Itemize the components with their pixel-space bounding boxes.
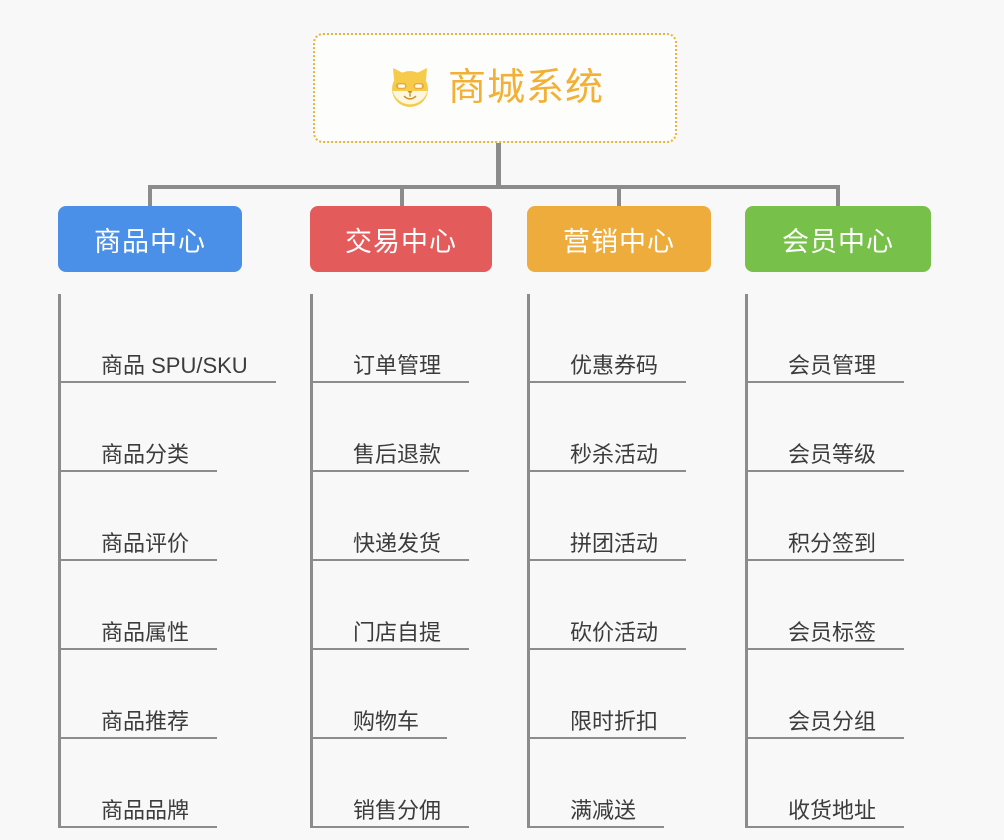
list-item-underline	[313, 737, 447, 739]
list-item-label: 砍价活动	[570, 620, 659, 645]
category-header-product[interactable]: 商品中心	[58, 206, 242, 272]
list-item[interactable]: 门店自提	[313, 561, 492, 650]
list-item-underline	[748, 381, 904, 383]
list-item-label: 会员等级	[788, 442, 877, 467]
list-item-underline	[530, 470, 686, 472]
list-item-label: 收货地址	[788, 798, 877, 823]
list-item-label: 积分签到	[788, 531, 877, 556]
list-item[interactable]: 商品属性	[61, 561, 276, 650]
list-item-underline	[748, 559, 904, 561]
list-item[interactable]: 会员等级	[748, 383, 931, 472]
category-column-member: 会员中心 会员管理 会员等级 积分签到 会员标签 会员分组	[745, 206, 931, 828]
list-item-label: 会员标签	[788, 620, 877, 645]
list-item-label: 会员分组	[788, 709, 877, 734]
category-header-label: 商品中心	[94, 226, 206, 257]
list-item-underline	[530, 648, 686, 650]
root-title: 商城系统	[447, 67, 604, 109]
list-item[interactable]: 优惠券码	[530, 294, 711, 383]
list-item-label: 满减送	[570, 798, 637, 823]
list-item-underline	[313, 381, 469, 383]
list-item-underline	[313, 648, 469, 650]
list-item-underline	[61, 826, 217, 828]
list-item[interactable]: 订单管理	[313, 294, 492, 383]
list-item-label: 购物车	[353, 709, 420, 734]
list-item-underline	[530, 737, 686, 739]
list-item-label: 售后退款	[353, 442, 442, 467]
list-item[interactable]: 商品分类	[61, 383, 276, 472]
list-item[interactable]: 销售分佣	[313, 739, 492, 828]
list-item-label: 商品评价	[101, 531, 190, 556]
list-item[interactable]: 会员分组	[748, 650, 931, 739]
list-item[interactable]: 商品评价	[61, 472, 276, 561]
list-item-underline	[61, 470, 217, 472]
category-item-list: 优惠券码 秒杀活动 拼团活动 砍价活动 限时折扣 满减送	[527, 294, 711, 828]
list-item[interactable]: 售后退款	[313, 383, 492, 472]
list-item-label: 商品推荐	[101, 709, 190, 734]
list-item-label: 商品品牌	[101, 798, 190, 823]
connector-horizontal-bus	[150, 185, 840, 189]
list-item-underline	[61, 737, 217, 739]
list-item-underline	[313, 826, 469, 828]
list-item-underline	[530, 559, 686, 561]
list-item-label: 会员管理	[788, 353, 877, 378]
list-item-label: 拼团活动	[570, 531, 659, 556]
category-column-product: 商品中心 商品 SPU/SKU 商品分类 商品评价 商品属性 商品推荐	[58, 206, 276, 828]
list-item[interactable]: 商品推荐	[61, 650, 276, 739]
list-item-label: 门店自提	[353, 620, 442, 645]
list-item-underline	[748, 826, 904, 828]
category-column-marketing: 营销中心 优惠券码 秒杀活动 拼团活动 砍价活动 限时折扣	[527, 206, 711, 828]
list-item[interactable]: 积分签到	[748, 472, 931, 561]
shiba-dog-icon	[386, 64, 434, 112]
connector-root-stem	[496, 143, 501, 189]
root-node[interactable]: 商城系统	[313, 33, 677, 143]
list-item-label: 商品 SPU/SKU	[101, 353, 248, 378]
list-item[interactable]: 秒杀活动	[530, 383, 711, 472]
list-item-underline	[313, 470, 469, 472]
list-item[interactable]: 快递发货	[313, 472, 492, 561]
list-item-underline	[61, 381, 276, 383]
category-header-label: 会员中心	[782, 226, 894, 257]
category-header-marketing[interactable]: 营销中心	[527, 206, 711, 272]
list-item-label: 订单管理	[353, 353, 442, 378]
list-item-label: 快递发货	[353, 531, 442, 556]
list-item[interactable]: 会员管理	[748, 294, 931, 383]
connector-drop-3	[617, 185, 621, 207]
list-item[interactable]: 收货地址	[748, 739, 931, 828]
category-item-list: 商品 SPU/SKU 商品分类 商品评价 商品属性 商品推荐 商品品牌	[58, 294, 276, 828]
list-item[interactable]: 限时折扣	[530, 650, 711, 739]
list-item-underline	[748, 737, 904, 739]
list-item-label: 销售分佣	[353, 798, 442, 823]
list-item-underline	[530, 826, 664, 828]
list-item-label: 限时折扣	[570, 709, 659, 734]
category-header-label: 交易中心	[345, 226, 457, 257]
list-item-underline	[748, 470, 904, 472]
list-item[interactable]: 拼团活动	[530, 472, 711, 561]
list-item[interactable]: 砍价活动	[530, 561, 711, 650]
category-header-transaction[interactable]: 交易中心	[310, 206, 492, 272]
category-header-label: 营销中心	[563, 226, 675, 257]
list-item-label: 商品属性	[101, 620, 190, 645]
category-column-transaction: 交易中心 订单管理 售后退款 快递发货 门店自提 购物车	[310, 206, 492, 828]
list-item-underline	[313, 559, 469, 561]
list-item[interactable]: 会员标签	[748, 561, 931, 650]
list-item-underline	[530, 381, 686, 383]
connector-drop-1	[148, 185, 152, 207]
list-item-underline	[61, 559, 217, 561]
list-item-label: 秒杀活动	[570, 442, 659, 467]
connector-drop-4	[836, 185, 840, 207]
connector-drop-2	[400, 185, 404, 207]
list-item[interactable]: 购物车	[313, 650, 492, 739]
list-item-underline	[748, 648, 904, 650]
category-header-member[interactable]: 会员中心	[745, 206, 931, 272]
category-item-list: 订单管理 售后退款 快递发货 门店自提 购物车 销售分佣	[310, 294, 492, 828]
list-item[interactable]: 商品品牌	[61, 739, 276, 828]
category-item-list: 会员管理 会员等级 积分签到 会员标签 会员分组 收货地址	[745, 294, 931, 828]
list-item-underline	[61, 648, 217, 650]
list-item-label: 优惠券码	[570, 353, 659, 378]
list-item[interactable]: 商品 SPU/SKU	[61, 294, 276, 383]
list-item[interactable]: 满减送	[530, 739, 711, 828]
list-item-label: 商品分类	[101, 442, 190, 467]
